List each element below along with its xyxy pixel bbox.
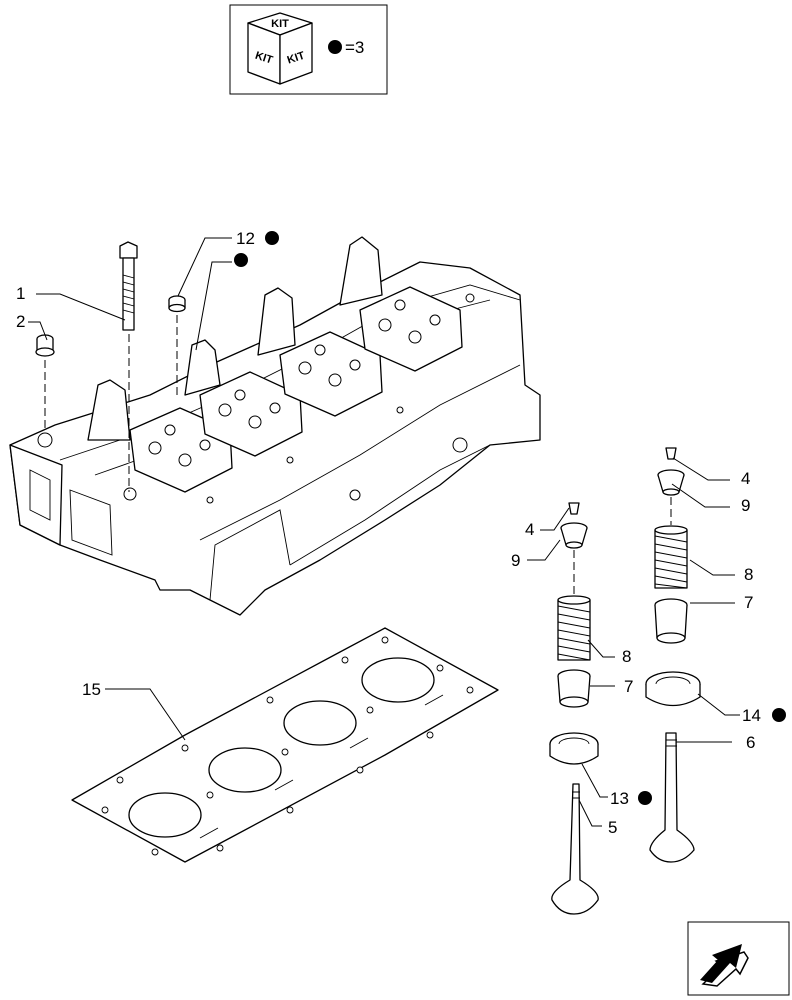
valve-spring-b (654, 525, 688, 589)
callout-13: 13 (610, 789, 629, 808)
valve-seat-a (549, 732, 599, 765)
kit-face-top: KIT (271, 18, 289, 30)
callout-9-right: 9 (741, 496, 750, 515)
head-gasket (71, 627, 499, 863)
callout-8-left: 8 (622, 647, 631, 666)
plug-small (168, 295, 186, 313)
valve-train-exhaust (645, 447, 701, 863)
collet-b (665, 447, 677, 460)
stem-seal-b (654, 598, 688, 644)
callout-12: 12 (236, 229, 255, 248)
kit-face-right: KIT (286, 50, 307, 67)
callout-9-left: 9 (511, 551, 520, 570)
valve-train-intake (549, 502, 599, 915)
valve-b (649, 732, 695, 863)
callout-6: 6 (746, 733, 755, 752)
kit-face-left: KIT (254, 50, 275, 67)
cylinder-head (9, 236, 541, 616)
callout-7-left: 7 (624, 677, 633, 696)
callout-4-left: 4 (525, 520, 534, 539)
next-page-button[interactable] (687, 921, 790, 996)
leader-lines (28, 237, 740, 827)
callout-12-kit-dot (265, 231, 279, 245)
valve-spring-a (557, 595, 591, 661)
callout-13-kit-dot (638, 791, 652, 805)
next-page-arrow-icon (700, 944, 749, 987)
kit-dot-head (234, 253, 248, 267)
kit-count-label: =3 (345, 38, 364, 57)
kit-cube-icon: KIT KIT KIT (247, 12, 313, 85)
callout-8-right: 8 (744, 565, 753, 584)
valve-a (551, 783, 599, 915)
callout-1: 1 (16, 284, 25, 303)
plug (35, 334, 55, 357)
callout-2: 2 (16, 312, 25, 331)
stem-seal-a (557, 669, 591, 708)
callout-5: 5 (608, 818, 617, 837)
callout-labels: 1 2 12 15 4 9 8 7 4 9 8 7 14 6 13 5 (16, 229, 786, 837)
callout-4-right: 4 (741, 469, 750, 488)
callout-14: 14 (742, 706, 761, 725)
callout-14-kit-dot (772, 708, 786, 722)
kit-marker-dot (328, 40, 342, 54)
collet-a (568, 502, 580, 515)
kit-legend: KIT KIT KIT =3 (229, 4, 388, 95)
valve-seat-b (645, 671, 701, 707)
callout-15: 15 (82, 680, 101, 699)
head-bolt (119, 241, 138, 331)
callout-7-right: 7 (744, 593, 753, 612)
